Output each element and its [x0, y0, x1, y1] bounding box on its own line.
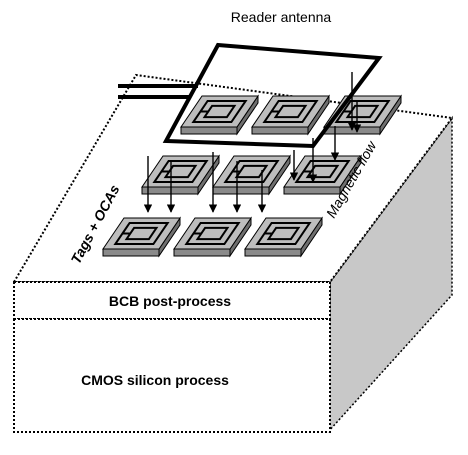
chip-front-edge: [251, 126, 309, 135]
cmos-layer-label: CMOS silicon process: [81, 372, 229, 388]
chip-coil: [124, 226, 159, 241]
chip-top-face: [141, 155, 220, 188]
chip-coil: [294, 159, 351, 184]
chip-coil: [273, 104, 308, 119]
chip-front-edge: [244, 248, 302, 257]
chip-coil: [334, 99, 391, 124]
cmos-layer: [13, 318, 331, 433]
bcb-layer-label: BCB post-process: [109, 293, 231, 309]
chip-coil: [163, 164, 198, 179]
chip-coil: [345, 104, 380, 119]
chip-top-face: [251, 95, 330, 128]
chip-front-edge: [102, 248, 160, 257]
chip-front-edge: [283, 186, 341, 195]
tag-chip: [244, 216, 323, 258]
chip-coil: [113, 221, 170, 246]
tag-chip: [283, 154, 362, 196]
chip-front-edge: [141, 186, 199, 195]
chip-front-edge: [180, 126, 238, 135]
chip-coil: [266, 226, 301, 241]
chip-top-face: [102, 217, 181, 250]
tag-chip: [212, 154, 291, 196]
chip-top-face: [173, 217, 252, 250]
chip-top-face: [244, 217, 323, 250]
chip-coil: [191, 99, 248, 124]
chip-top-face: [180, 95, 259, 128]
chip-coil: [184, 221, 241, 246]
tag-chip: [251, 94, 330, 136]
tag-chip: [180, 94, 259, 136]
chip-coil: [223, 159, 280, 184]
reader-antenna-label: Reader antenna: [231, 9, 332, 25]
chip-coil: [195, 226, 230, 241]
bcb-layer: [13, 281, 331, 320]
chip-front-edge: [173, 248, 231, 257]
chip-front-edge: [212, 186, 270, 195]
tag-chip: [102, 216, 181, 258]
chip-coil: [305, 164, 340, 179]
chip-coil: [255, 221, 312, 246]
chip-coil: [234, 164, 269, 179]
magnetic-flux-arrows: [143, 72, 362, 213]
tag-chip-array: [102, 94, 402, 258]
tag-chip: [173, 216, 252, 258]
tag-chip: [141, 154, 220, 196]
chip-top-face: [212, 155, 291, 188]
chip-coil: [262, 99, 319, 124]
chip-coil: [202, 104, 237, 119]
chip-coil: [152, 159, 209, 184]
